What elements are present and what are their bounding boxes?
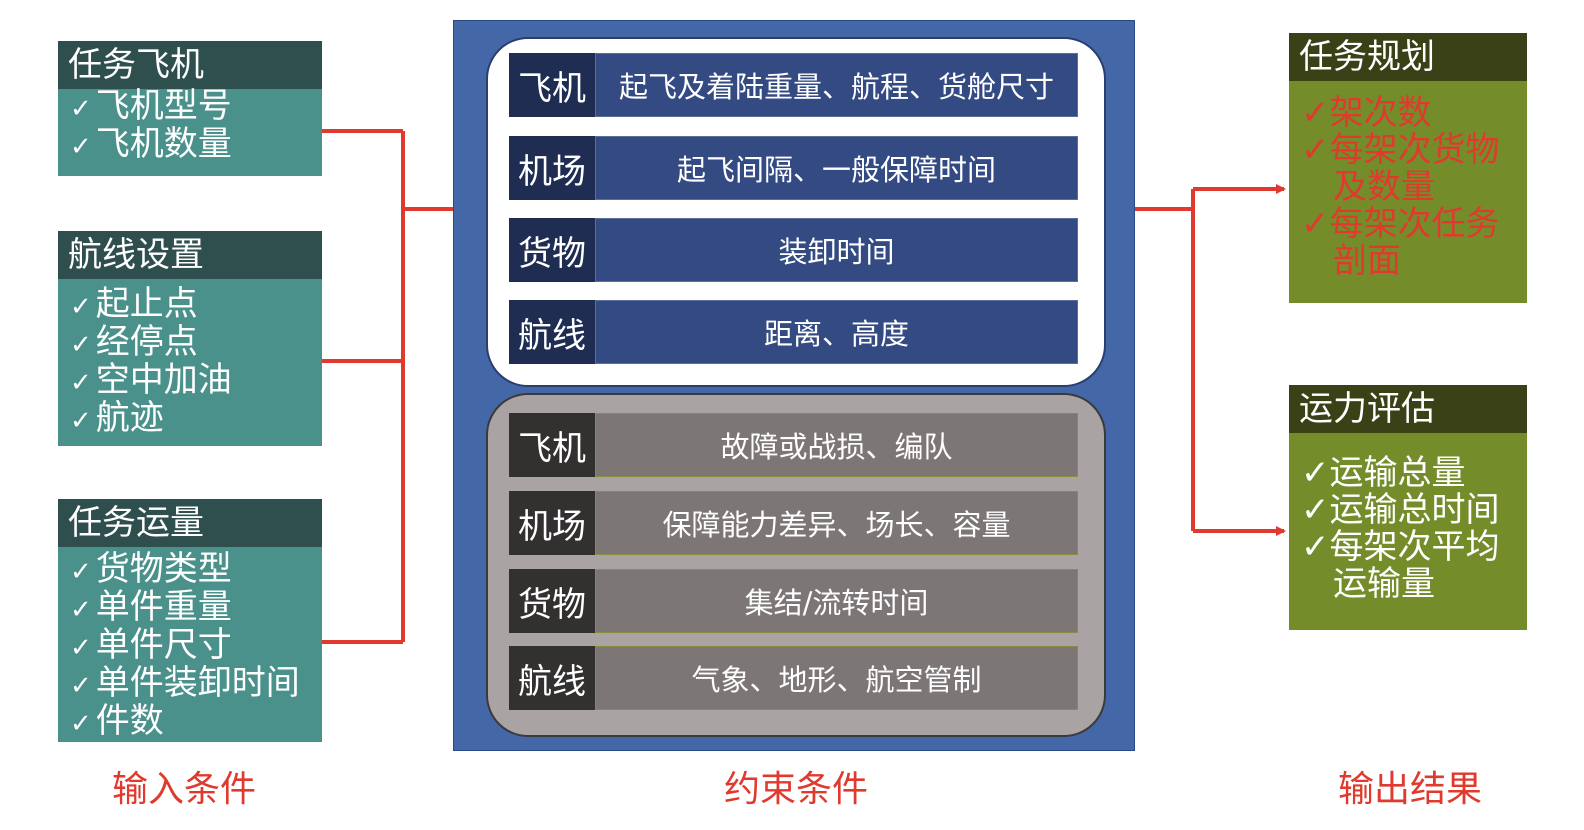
check-icon: ✓ [70, 557, 92, 587]
input-box-mission-cargo: 任务运量 ✓货物类型 ✓单件重量 ✓单件尺寸 ✓单件装卸时间 ✓件数 [58, 499, 322, 742]
check-icon: ✓ [70, 330, 92, 360]
input-box-title: 航线设置 [58, 231, 322, 279]
input-item-label: 起止点 [95, 284, 198, 324]
output-line: ✓每架次平均 [1301, 527, 1500, 567]
input-item: ✓货物类型 [70, 552, 322, 590]
constraint-row: 货物 集结/流转时间 [509, 569, 1078, 633]
input-item-label: 货物类型 [95, 549, 232, 589]
constraint-row: 飞机 故障或战损、编队 [509, 413, 1078, 477]
output-line: ✓运输总时间 [1301, 490, 1500, 530]
constraint-value: 起飞及着陆重量、航程、货舱尺寸 [595, 53, 1078, 117]
constraint-key: 飞机 [509, 413, 595, 477]
input-item: ✓空中加油 [70, 363, 322, 401]
input-item: ✓件数 [70, 704, 322, 742]
constraint-row: 飞机 起飞及着陆重量、航程、货舱尺寸 [509, 53, 1078, 117]
constraint-key: 航线 [509, 646, 595, 710]
input-item: ✓飞机型号 [70, 89, 322, 127]
input-item-label: 空中加油 [95, 360, 232, 400]
input-item-list: ✓飞机型号 ✓飞机数量 [58, 89, 322, 165]
check-icon: ✓ [70, 406, 92, 436]
constraint-value: 距离、高度 [595, 300, 1078, 364]
constraint-key: 货物 [509, 218, 595, 282]
output-line: 及数量 [1333, 167, 1435, 207]
caption-input-conditions: 输入条件 [112, 769, 257, 810]
output-box-title: 运力评估 [1289, 385, 1527, 433]
output-line: ✓每架次货物 [1301, 130, 1500, 170]
constraint-key: 机场 [509, 491, 595, 555]
input-item: ✓经停点 [70, 325, 322, 363]
constraint-row: 机场 保障能力差异、场长、容量 [509, 491, 1078, 555]
constraint-value: 装卸时间 [595, 218, 1078, 282]
constraint-row: 机场 起飞间隔、一般保障时间 [509, 136, 1078, 200]
constraint-value: 故障或战损、编队 [595, 413, 1078, 477]
constraint-value: 集结/流转时间 [595, 569, 1078, 633]
input-item-label: 件数 [95, 701, 164, 741]
input-box-mission-aircraft: 任务飞机 ✓飞机型号 ✓飞机数量 [58, 41, 322, 176]
input-item-label: 经停点 [95, 322, 198, 362]
constraint-key: 航线 [509, 300, 595, 364]
input-item-list: ✓起止点 ✓经停点 ✓空中加油 ✓航迹 [58, 279, 322, 439]
constraint-row: 航线 距离、高度 [509, 300, 1078, 364]
output-line: 运输量 [1333, 564, 1435, 604]
constraint-value: 气象、地形、航空管制 [595, 646, 1078, 710]
input-item: ✓航迹 [70, 401, 322, 439]
output-item-list: ✓架次数 ✓每架次货物 及数量 ✓每架次任务 剖面 [1289, 81, 1527, 280]
input-box-title: 任务运量 [58, 499, 322, 547]
constraint-value: 起飞间隔、一般保障时间 [595, 136, 1078, 200]
output-box-title: 任务规划 [1289, 33, 1527, 81]
input-item-list: ✓货物类型 ✓单件重量 ✓单件尺寸 ✓单件装卸时间 ✓件数 [58, 547, 322, 742]
constraint-row: 货物 装卸时间 [509, 218, 1078, 282]
input-box-route-settings: 航线设置 ✓起止点 ✓经停点 ✓空中加油 ✓航迹 [58, 231, 322, 446]
constraint-key: 机场 [509, 136, 595, 200]
input-item: ✓飞机数量 [70, 127, 322, 165]
output-box-capacity-assessment: 运力评估 ✓运输总量 ✓运输总时间 ✓每架次平均 运输量 [1289, 385, 1527, 630]
caption-constraint-conditions: 约束条件 [724, 769, 869, 810]
constraint-key: 飞机 [509, 53, 595, 117]
constraint-key: 货物 [509, 569, 595, 633]
input-item-label: 飞机型号 [95, 86, 232, 126]
input-item-label: 单件装卸时间 [95, 663, 300, 703]
input-box-title: 任务飞机 [58, 41, 322, 89]
input-item-label: 单件重量 [95, 587, 232, 627]
check-icon: ✓ [70, 368, 92, 398]
check-icon: ✓ [70, 595, 92, 625]
check-icon: ✓ [70, 94, 92, 124]
constraint-value: 保障能力差异、场长、容量 [595, 491, 1078, 555]
output-line: ✓架次数 [1301, 93, 1432, 133]
input-item: ✓单件装卸时间 [70, 666, 322, 704]
input-item-label: 飞机数量 [95, 124, 232, 164]
input-item: ✓起止点 [70, 287, 322, 325]
check-icon: ✓ [70, 292, 92, 322]
output-line: ✓每架次任务 [1301, 204, 1500, 244]
output-line: ✓运输总量 [1301, 453, 1466, 493]
caption-output-results: 输出结果 [1338, 769, 1483, 810]
check-icon: ✓ [70, 671, 92, 701]
check-icon: ✓ [70, 709, 92, 739]
input-item-label: 航迹 [95, 398, 164, 438]
output-item-list: ✓运输总量 ✓运输总时间 ✓每架次平均 运输量 [1289, 433, 1527, 603]
check-icon: ✓ [70, 633, 92, 663]
input-item-label: 单件尺寸 [95, 625, 232, 665]
output-box-mission-planning: 任务规划 ✓架次数 ✓每架次货物 及数量 ✓每架次任务 剖面 [1289, 33, 1527, 303]
output-line: 剖面 [1333, 241, 1401, 281]
constraint-row: 航线 气象、地形、航空管制 [509, 646, 1078, 710]
check-icon: ✓ [70, 132, 92, 162]
input-item: ✓单件重量 [70, 590, 322, 628]
input-item: ✓单件尺寸 [70, 628, 322, 666]
